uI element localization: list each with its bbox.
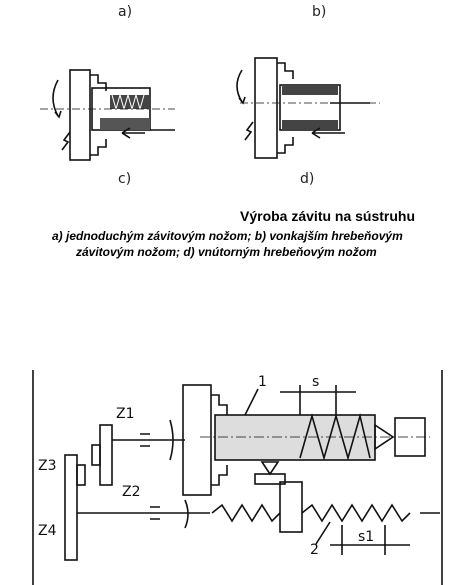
label-s: s [312, 374, 319, 390]
label-s1: s1 [358, 529, 374, 545]
lead-screw-left [211, 503, 281, 523]
label-part-1: 1 [258, 374, 267, 390]
label-z2: Z2 [122, 484, 141, 500]
label-part-2: 2 [310, 542, 319, 558]
tailstock-center [374, 423, 395, 451]
sketch-d [236, 57, 380, 159]
tool-carriage [279, 481, 303, 533]
label-a: a) [118, 4, 133, 20]
tailstock [394, 417, 426, 457]
label-d: d) [300, 171, 315, 187]
label-b: b) [312, 4, 327, 20]
caption-line-2: závitovým nožom; d) vnútorným hrebeňovým… [76, 245, 377, 259]
workpiece [214, 414, 376, 461]
gear-z1 [99, 424, 113, 486]
caption-title: Výroba závitu na sústruhu [240, 208, 416, 224]
sketch-c [40, 69, 175, 161]
threading-sketches-top [40, 57, 380, 161]
thread [299, 412, 371, 461]
label-c: c) [118, 171, 132, 187]
gear-z3 [76, 464, 86, 486]
caption-line-1: a) jednoduchým závitovým nožom; b) vonka… [52, 229, 403, 243]
label-z3: Z3 [38, 458, 57, 474]
label-z1: Z1 [116, 406, 135, 422]
chuck [182, 384, 212, 496]
label-z4: Z4 [38, 523, 57, 539]
gear-z2 [91, 444, 101, 466]
cutting-tool [260, 461, 280, 476]
gear-z4 [64, 454, 78, 561]
lead-screw-right [301, 503, 411, 523]
